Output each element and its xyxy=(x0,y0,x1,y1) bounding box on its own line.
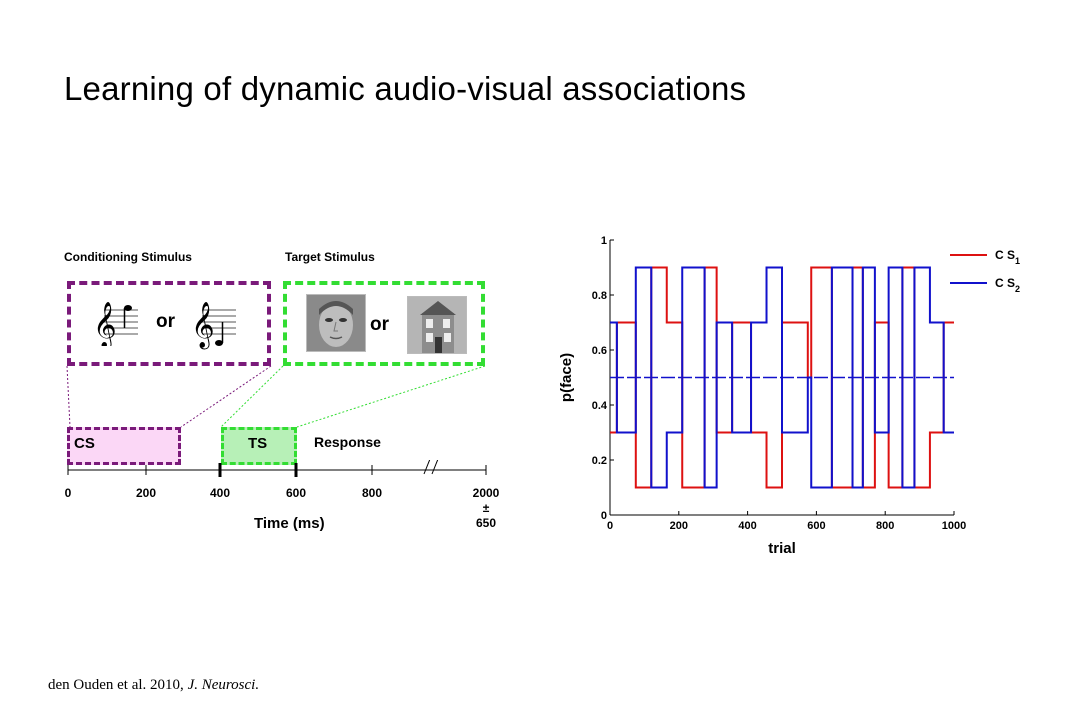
x-tick-label: 200 xyxy=(670,520,688,532)
timeline-tick-400: 400 xyxy=(209,486,231,500)
x-tick-label: 1000 xyxy=(942,520,966,532)
treble-clef-high-note-icon: 𝄞 xyxy=(93,302,138,346)
x-tick-label: 600 xyxy=(807,520,825,532)
house-image-icon xyxy=(407,296,467,354)
y-tick-label: 0.2 xyxy=(592,455,607,467)
citation: den Ouden et al. 2010, J. Neurosci. xyxy=(48,677,259,694)
or-text-ts: or xyxy=(370,314,389,335)
chart-legend: C S1 C S2 xyxy=(950,248,1020,294)
cs-time-window xyxy=(67,427,181,465)
y-tick-label: 0.4 xyxy=(592,400,608,412)
legend-label-cs1: C S1 xyxy=(995,248,1020,266)
timeline-xlabel: Time (ms) xyxy=(254,515,325,532)
treble-clef-low-note-icon: 𝄞 xyxy=(191,302,236,350)
timeline-end-sd: 650 xyxy=(475,516,497,530)
y-tick-label: 0.6 xyxy=(592,345,607,357)
timeline-tick-200: 200 xyxy=(135,486,157,500)
response-label: Response xyxy=(314,434,381,450)
citation-authors: den Ouden et al. 2010, xyxy=(48,677,188,693)
ts-time-window xyxy=(221,427,297,465)
y-tick-label: 0 xyxy=(601,510,607,522)
y-tick-label: 0.8 xyxy=(592,290,607,302)
y-tick-label: 1 xyxy=(601,235,607,247)
ts-label: TS xyxy=(248,435,268,452)
timeline-tick-800: 800 xyxy=(361,486,383,500)
face-image-icon xyxy=(306,294,366,352)
x-tick-label: 800 xyxy=(876,520,894,532)
timeline-tick-end: 2000 ± 650 xyxy=(461,486,511,531)
legend-label-cs2: C S2 xyxy=(995,276,1020,294)
conditioning-stimulus-box xyxy=(67,281,271,366)
ts-header: Target Stimulus xyxy=(285,250,375,264)
series-line-cs2 xyxy=(610,266,954,489)
timeline-axis xyxy=(67,460,487,477)
chart-lines xyxy=(610,266,954,489)
x-axis-label: trial xyxy=(768,540,796,557)
chart-axes: 0 0.2 0.4 0.6 0.8 1 0 200 400 600 800 1000 trial p(fa… xyxy=(558,235,966,557)
probability-chart: 0 0.2 0.4 0.6 0.8 1 0 200 400 600 800 1000 trial p(fa… xyxy=(558,235,1020,557)
svg-text:𝄞: 𝄞 xyxy=(93,302,117,346)
timeline-tick-600: 600 xyxy=(285,486,307,500)
x-tick-label: 0 xyxy=(607,520,613,532)
cs-header: Conditioning Stimulus xyxy=(64,250,192,264)
target-stimulus-box xyxy=(283,281,485,366)
timeline-end-pm: ± xyxy=(482,501,490,515)
or-text-cs: or xyxy=(156,311,175,332)
slide-title: Learning of dynamic audio-visual associa… xyxy=(64,70,747,107)
timeline-tick-0: 0 xyxy=(64,486,72,500)
x-tick-label: 400 xyxy=(738,520,756,532)
cs-label: CS xyxy=(74,435,95,452)
connector-lines xyxy=(66,365,486,428)
svg-text:𝄞: 𝄞 xyxy=(191,302,215,350)
y-axis-label: p(face) xyxy=(558,353,575,402)
timeline-end-value: 2000 xyxy=(472,486,500,500)
citation-journal: J. Neurosci. xyxy=(187,677,260,693)
